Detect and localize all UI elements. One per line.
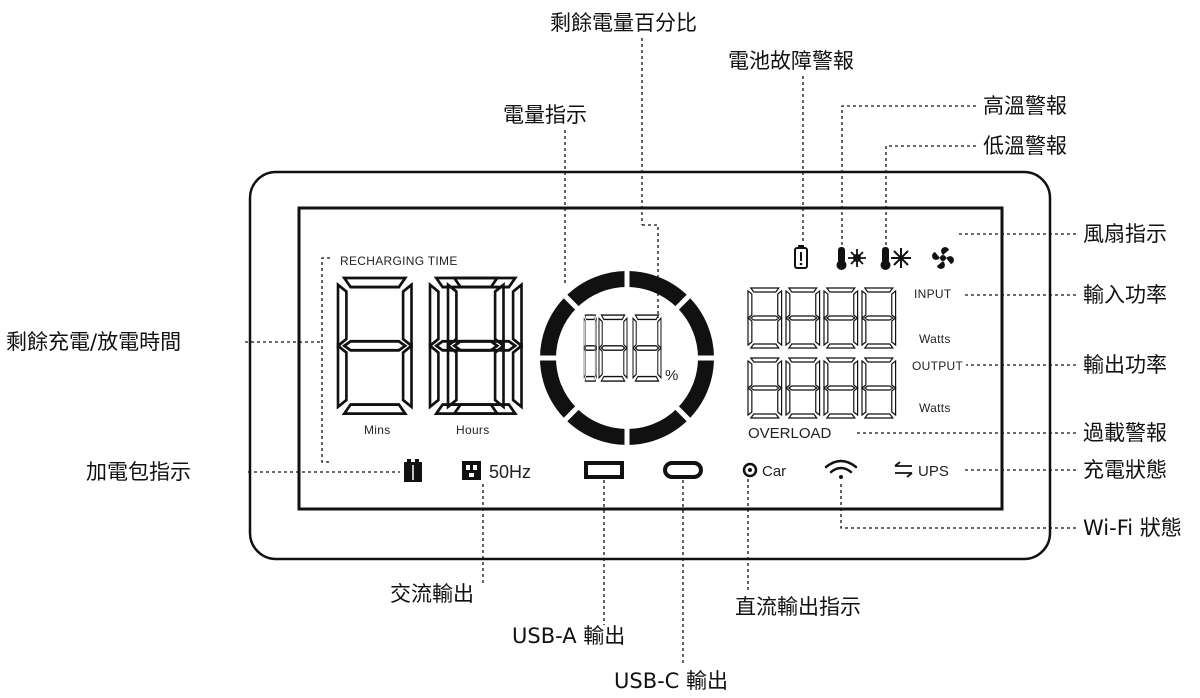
output-text: OUTPUT bbox=[912, 359, 963, 373]
output-digits bbox=[747, 357, 897, 419]
label-usb-c: USB-C 輸出 bbox=[614, 669, 728, 693]
usb-c-icon bbox=[663, 461, 703, 479]
label-battery-fault: 電池故障警報 bbox=[728, 49, 854, 73]
label-ac-output: 交流輸出 bbox=[390, 582, 474, 606]
percent-sign: % bbox=[665, 367, 678, 384]
label-overload: 過載警報 bbox=[1083, 421, 1167, 445]
label-usb-a: USB-A 輸出 bbox=[512, 624, 625, 648]
battery-ring bbox=[535, 266, 719, 450]
ups-arrows-icon bbox=[894, 461, 913, 478]
label-extra-battery: 加電包指示 bbox=[86, 460, 191, 484]
freq-text: 50Hz bbox=[489, 462, 531, 482]
label-input-power: 輸入功率 bbox=[1083, 283, 1167, 307]
output-watts-text: Watts bbox=[919, 401, 951, 415]
percent-digit-3 bbox=[632, 314, 662, 382]
label-dc-output: 直流輸出指示 bbox=[735, 595, 861, 619]
leader-lines bbox=[245, 38, 1076, 665]
time-digit-2 bbox=[428, 276, 505, 416]
low-temp-icon bbox=[880, 247, 911, 270]
label-low-temp: 低溫警報 bbox=[983, 134, 1067, 158]
ac-outlet-icon bbox=[462, 461, 481, 480]
label-charge-status: 充電狀態 bbox=[1083, 458, 1167, 482]
input-digits bbox=[747, 287, 897, 349]
hours-text: Hours bbox=[456, 423, 490, 437]
lcd-screen bbox=[297, 206, 1004, 511]
label-remaining-percent: 剩餘電量百分比 bbox=[550, 11, 697, 35]
wifi-icon bbox=[824, 459, 858, 479]
percent-digit-1 bbox=[583, 314, 598, 382]
recharging-time-text: RECHARGING TIME bbox=[340, 254, 458, 268]
label-battery-level: 電量指示 bbox=[503, 103, 587, 127]
car-text: Car bbox=[762, 463, 786, 480]
battery-fault-icon bbox=[794, 245, 808, 269]
car-icon bbox=[742, 462, 758, 478]
high-temp-icon bbox=[836, 247, 866, 270]
time-digit-3 bbox=[446, 276, 523, 416]
fan-icon bbox=[932, 247, 954, 269]
overload-text: OVERLOAD bbox=[748, 425, 832, 442]
input-watts-text: Watts bbox=[919, 332, 951, 346]
label-fan: 風扇指示 bbox=[1083, 222, 1167, 246]
mins-text: Mins bbox=[364, 423, 391, 437]
time-digit-1 bbox=[336, 276, 413, 416]
extra-battery-icon bbox=[404, 459, 422, 482]
input-text: INPUT bbox=[914, 287, 952, 301]
ups-text: UPS bbox=[918, 463, 949, 480]
percent-digit-2 bbox=[598, 314, 628, 382]
label-high-temp: 高溫警報 bbox=[983, 94, 1067, 118]
label-output-power: 輸出功率 bbox=[1083, 353, 1167, 377]
usb-a-icon bbox=[584, 461, 624, 479]
label-remaining-time: 剩餘充電/放電時間 bbox=[6, 330, 181, 354]
label-wifi-status: Wi-Fi 狀態 bbox=[1083, 516, 1182, 540]
